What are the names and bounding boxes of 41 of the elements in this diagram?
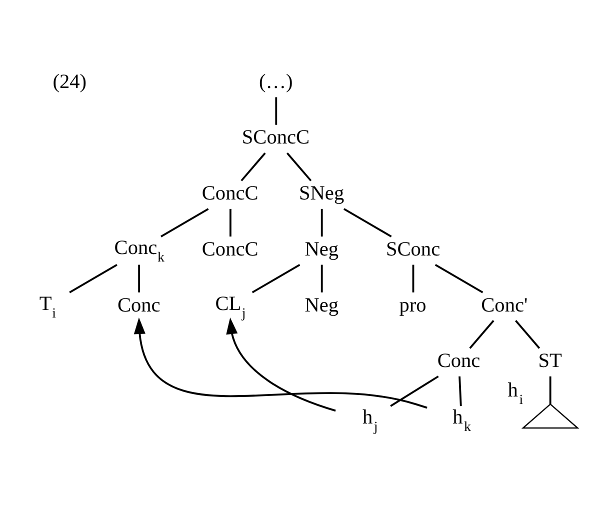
connector (275, 97, 278, 125)
arrow (226, 318, 336, 412)
connector (286, 152, 312, 182)
connector (138, 264, 140, 292)
connector (549, 376, 552, 404)
connector (69, 264, 118, 294)
connector (252, 264, 300, 294)
node-text: ST (538, 350, 562, 372)
node-text: CL$_{j}$ (215, 293, 246, 322)
connector (160, 208, 209, 238)
node-text: ConcC (202, 238, 258, 260)
connector (390, 376, 439, 407)
node-text: Conc$_{k}$ (114, 237, 164, 266)
arrow (134, 318, 428, 409)
node-text: SConcC (242, 126, 310, 149)
node-text: Neg (304, 294, 339, 316)
connector (240, 152, 266, 182)
node-text: SConc (386, 238, 440, 260)
connector (469, 320, 494, 349)
node-text: ConcC (202, 182, 258, 205)
node-text: Conc' (481, 294, 528, 316)
connector (412, 264, 414, 292)
connector (320, 264, 323, 292)
connector (514, 320, 540, 349)
connector (230, 208, 232, 237)
node-triangle (521, 403, 580, 429)
node-label: h$_{i}$ (508, 379, 524, 408)
node-text: pro (399, 294, 426, 316)
node-text: SNeg (299, 182, 344, 205)
node-text: (…) (259, 70, 293, 93)
node-text: Neg (304, 238, 339, 260)
connector (458, 376, 462, 406)
connector (344, 208, 392, 238)
connector (434, 264, 484, 294)
connector (320, 208, 323, 237)
node-text: Conc (437, 350, 480, 372)
node-text: Conc (117, 294, 160, 316)
node-text: h$_{j}$ (362, 406, 378, 436)
label: (24) (52, 70, 87, 93)
node-text: h$_{k}$ (452, 406, 471, 436)
node-text: T$_{i}$ (39, 293, 56, 322)
